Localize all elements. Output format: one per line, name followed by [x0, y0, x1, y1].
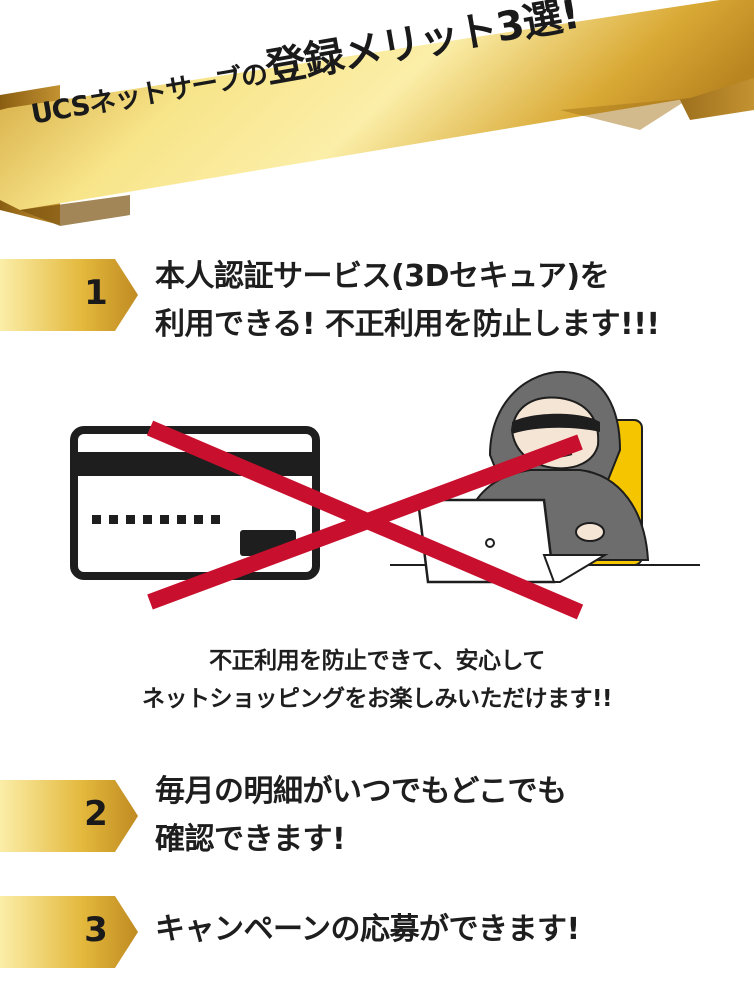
- gold-arrow-tab: [0, 259, 138, 331]
- fraud-prevention-illustration: [60, 360, 710, 630]
- merit-line: 利用できる! 不正利用を防止します!!!: [155, 307, 660, 342]
- merit-number: 2: [84, 794, 108, 834]
- caption-line: ネットショッピングをお楽しみいただけます!!: [142, 686, 612, 712]
- gold-arrow-tab: [0, 780, 138, 852]
- merit-number: 1: [84, 273, 108, 313]
- merit-line: 本人認証サービス(3Dセキュア)を: [155, 259, 610, 294]
- merit-text: 毎月の明細がいつでもどこでも 確認できます!: [155, 768, 567, 864]
- illustration-svg: [70, 370, 700, 620]
- merit-line: 確認できます!: [155, 822, 346, 857]
- gold-ribbon: [0, 0, 754, 226]
- prohibited-cross-icon: [146, 420, 584, 620]
- gold-arrow-tab: [0, 896, 138, 968]
- merit-text: キャンペーンの応募ができます!: [155, 906, 580, 954]
- merit-line: 毎月の明細がいつでもどこでも: [155, 774, 567, 809]
- merit-item-2: 2 毎月の明細がいつでもどこでも 確認できます!: [0, 768, 754, 863]
- caption-line: 不正利用を防止できて、安心して: [209, 648, 545, 674]
- merit-line: キャンペーンの応募ができます!: [155, 912, 580, 947]
- hacker-icon: [458, 370, 650, 561]
- merit-number: 3: [84, 910, 108, 950]
- merit-item-3: 3 キャンペーンの応募ができます!: [0, 896, 754, 968]
- illustration-caption: 不正利用を防止できて、安心して ネットショッピングをお楽しみいただけます!!: [0, 642, 754, 718]
- merit-item-1: 1 本人認証サービス(3Dセキュア)を 利用できる! 不正利用を防止します!!!: [0, 255, 754, 345]
- merit-text: 本人認証サービス(3Dセキュア)を 利用できる! 不正利用を防止します!!!: [155, 253, 660, 349]
- header-banner: UCSネットサーブの登録メリット3選!: [0, 0, 754, 230]
